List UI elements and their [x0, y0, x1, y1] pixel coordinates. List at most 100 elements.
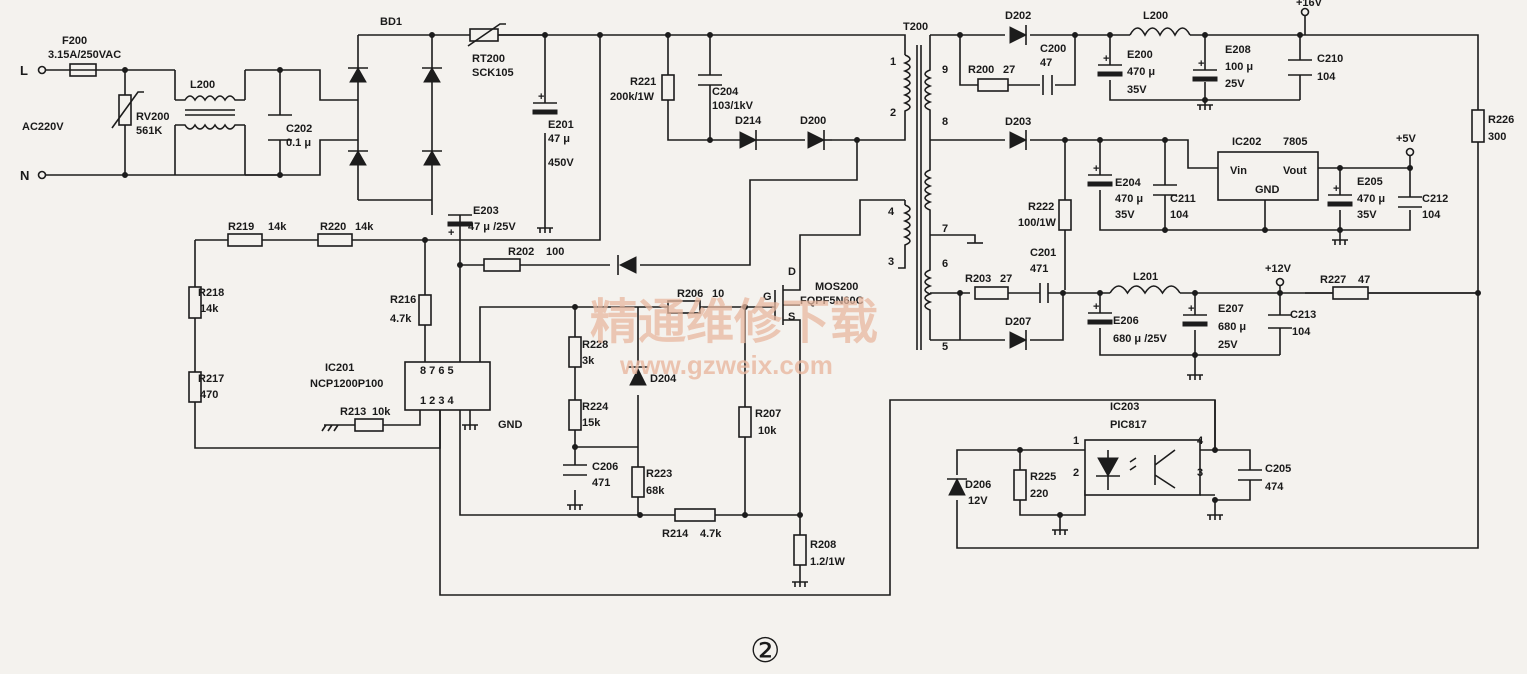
watermark-url: www.gzweix.com: [619, 350, 833, 380]
svg-text:+: +: [448, 227, 454, 239]
svg-text:+: +: [538, 91, 544, 103]
svg-text:27: 27: [1000, 273, 1012, 285]
svg-text:R218: R218: [198, 287, 224, 299]
figure-number: ②: [750, 632, 780, 670]
resistor-r227: R227 47: [1320, 274, 1370, 300]
svg-text:680 μ /25V: 680 μ /25V: [1113, 333, 1167, 345]
capacitor-c205: C205 474: [1207, 463, 1291, 520]
wiring: [42, 15, 1479, 596]
svg-text:15k: 15k: [582, 417, 601, 429]
capacitor-c204: C204 103/1kV: [698, 74, 754, 112]
svg-text:C201: C201: [1030, 247, 1056, 259]
svg-text:+: +: [1093, 301, 1099, 313]
capacitor-c210: C210 104: [1288, 53, 1343, 83]
svg-text:Vout: Vout: [1283, 165, 1307, 177]
svg-text:2: 2: [1073, 467, 1079, 479]
resistor-r226: R226 300: [1471, 109, 1514, 143]
svg-text:104: 104: [1292, 326, 1311, 338]
svg-text:GND: GND: [498, 419, 523, 431]
svg-text:14k: 14k: [200, 303, 219, 315]
optocoupler-ic203: IC203 PIC817 1 2 3 4: [1073, 401, 1204, 496]
inductor-l200: L200: [1129, 10, 1191, 37]
resistor-r223: R223 68k: [631, 466, 672, 498]
svg-text:D202: D202: [1005, 10, 1031, 22]
svg-text:L200: L200: [1143, 10, 1168, 22]
svg-text:R222: R222: [1028, 201, 1054, 213]
svg-text:IC201: IC201: [325, 362, 354, 374]
svg-text:450V: 450V: [548, 157, 574, 169]
svg-text:E203: E203: [473, 205, 499, 217]
svg-text:R202: R202: [508, 246, 534, 258]
fuse-f200: F200 3.15A/250VAC: [48, 35, 121, 77]
bridge-bd1: BD1: [348, 16, 442, 166]
resistor-r202: R202 100: [483, 246, 564, 272]
svg-text:D: D: [788, 266, 796, 278]
terminal-l: [37, 65, 47, 75]
capacitor-e201: + E201 47 μ 450V: [532, 91, 574, 233]
resistor-r217: R217 470: [188, 371, 224, 403]
svg-text:104: 104: [1422, 209, 1441, 221]
resistor-r220: R220 14k: [317, 221, 374, 247]
choke-l200: L200: [175, 79, 245, 130]
capacitor-e203: + E203 47 μ /25V: [447, 205, 516, 239]
svg-text:C200: C200: [1040, 43, 1066, 55]
resistor-r218: R218 14k: [188, 286, 224, 319]
resistor-r228: R228 3k: [568, 336, 608, 368]
svg-text:R220: R220: [320, 221, 346, 233]
svg-text:100/1W: 100/1W: [1018, 217, 1057, 229]
svg-text:8: 8: [942, 116, 948, 128]
capacitor-c211: C211 104: [1153, 184, 1196, 221]
capacitor-c206: C206 471: [563, 461, 618, 510]
terminal-n: [37, 170, 47, 180]
svg-text:35V: 35V: [1127, 84, 1147, 96]
capacitor-e208: + E208 100 μ 25V: [1192, 44, 1253, 110]
svg-text:NCP1200P100: NCP1200P100: [310, 378, 383, 390]
capacitor-e206: + E206 680 μ /25V: [1087, 301, 1167, 345]
ac-input: L N AC220V: [20, 63, 64, 183]
svg-text:471: 471: [592, 477, 610, 489]
capacitor-e200: + E200 470 μ 35V: [1097, 49, 1155, 96]
svg-text:GND: GND: [1255, 184, 1280, 196]
svg-text:RT200: RT200: [472, 53, 505, 65]
resistor-r222: R222 100/1W: [1018, 199, 1072, 231]
svg-text:R200: R200: [968, 64, 994, 76]
svg-text:8 7 6 5: 8 7 6 5: [420, 365, 454, 377]
svg-text:47 μ: 47 μ: [548, 133, 570, 145]
capacitor-e205: + E205 470 μ 35V: [1327, 176, 1385, 245]
svg-text:R223: R223: [646, 468, 672, 480]
terminal-16v: +16V: [1296, 0, 1323, 17]
svg-text:E207: E207: [1218, 303, 1244, 315]
resistor-r224: R224 15k: [568, 399, 609, 431]
resistor-r206: R206 10: [667, 288, 724, 314]
varistor-rv200: RV200 561K: [111, 91, 169, 137]
svg-text:+: +: [1198, 58, 1204, 70]
diode-d214: D214: [735, 115, 770, 150]
svg-text:1: 1: [1073, 435, 1079, 447]
svg-text:T200: T200: [903, 21, 928, 33]
svg-text:35V: 35V: [1357, 209, 1377, 221]
svg-text:1 2 3 4: 1 2 3 4: [420, 395, 455, 407]
resistor-r207: R207 10k: [738, 406, 781, 438]
svg-text:RV200: RV200: [136, 111, 169, 123]
label-l: L: [20, 63, 28, 78]
svg-text:200k/1W: 200k/1W: [610, 91, 655, 103]
svg-text:5: 5: [942, 341, 948, 353]
svg-text:100 μ: 100 μ: [1225, 61, 1253, 73]
svg-text:47: 47: [1358, 274, 1370, 286]
svg-text:R207: R207: [755, 408, 781, 420]
resistor-r225: R225 220: [1013, 469, 1068, 535]
svg-text:E200: E200: [1127, 49, 1153, 61]
svg-text:470 μ: 470 μ: [1127, 66, 1155, 78]
resistor-r213: R213 10k: [321, 406, 391, 432]
ic-ic202: Vin Vout GND IC202 7805: [1217, 136, 1319, 201]
svg-text:D204: D204: [650, 373, 677, 385]
transformer-t200: T200 1 2 4 3 9 8 7 6 5: [888, 21, 983, 353]
resistor-r219: R219 14k: [227, 221, 287, 247]
svg-text:D203: D203: [1005, 116, 1031, 128]
svg-text:E204: E204: [1115, 177, 1142, 189]
svg-text:104: 104: [1170, 209, 1189, 221]
svg-text:IC202: IC202: [1232, 136, 1261, 148]
svg-text:3k: 3k: [582, 355, 595, 367]
diode-d200: D200: [800, 115, 832, 150]
svg-text:R219: R219: [228, 221, 254, 233]
